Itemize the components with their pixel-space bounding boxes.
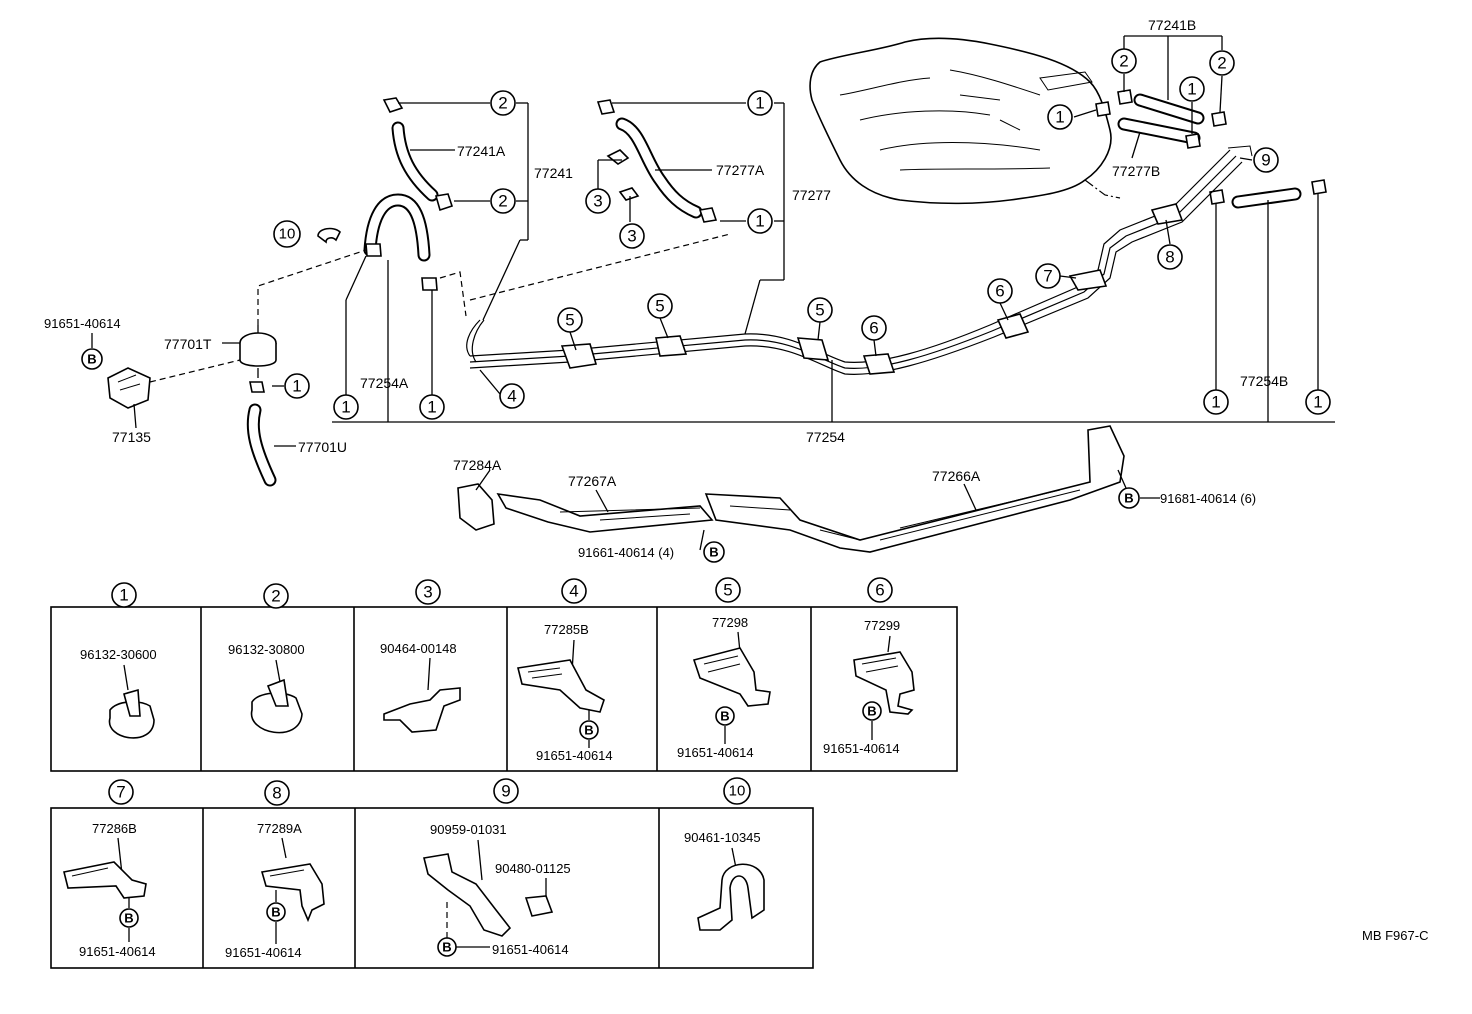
hose-77254a [363, 193, 438, 291]
label-77277a: 77277A [716, 162, 765, 178]
callout-b: B [1124, 491, 1133, 506]
table-b-4: B [584, 723, 593, 738]
table-callout-6: 6 [875, 581, 884, 600]
label-77277b: 77277B [1112, 163, 1160, 179]
table-callout-3: 3 [423, 583, 432, 602]
callout-2: 2 [498, 192, 507, 211]
parts-table: 1 2 3 4 5 6 7 8 9 10 96132-30600 96132-3… [50, 577, 958, 969]
label-77277: 77277 [792, 187, 831, 203]
table-part-6: 77299 [864, 618, 900, 633]
callout-3: 3 [593, 192, 602, 211]
callout-7: 7 [1043, 267, 1052, 286]
protectors [457, 425, 1125, 553]
callout-2: 2 [1217, 54, 1226, 73]
callout-8: 8 [1165, 248, 1174, 267]
callout-3: 3 [627, 227, 636, 246]
callout-5: 5 [815, 301, 824, 320]
label-77284a: 77284A [453, 457, 502, 473]
label-77701t: 77701T [164, 336, 212, 352]
callout-1: 1 [1211, 393, 1220, 412]
callout-2: 2 [498, 94, 507, 113]
label-77254: 77254 [806, 429, 845, 445]
table-bolt-7: 91651-40614 [79, 944, 156, 959]
label-77267a: 77267A [568, 473, 617, 489]
table-part-5: 77298 [712, 615, 748, 630]
callout-1: 1 [755, 212, 764, 231]
label-77241: 77241 [534, 165, 573, 181]
label-91661-40614: 91661-40614 (4) [578, 545, 674, 560]
table-bolt-4: 91651-40614 [536, 748, 613, 763]
table-part-9: 90959-01031 [430, 822, 507, 837]
table-part-8: 77289A [257, 821, 302, 836]
figure-code: MB F967-C [1362, 928, 1428, 943]
table-part-1: 96132-30600 [80, 647, 157, 662]
pipe-clamps [560, 203, 1184, 375]
callout-1: 1 [1313, 393, 1322, 412]
table-bolt-8: 91651-40614 [225, 945, 302, 960]
label-77135: 77135 [112, 429, 151, 445]
table-b-9: B [442, 940, 451, 955]
table-callout-4: 4 [569, 582, 578, 601]
table-callout-10: 10 [729, 783, 746, 800]
table-b-7: B [124, 911, 133, 926]
table-b-5: B [720, 709, 729, 724]
bracket-77135 [107, 367, 151, 409]
table-callout-1: 1 [119, 586, 128, 605]
table-bolt-9: 91651-40614 [492, 942, 569, 957]
table-callout-9: 9 [501, 782, 510, 801]
fuel-pipe-77254 [466, 145, 1253, 375]
table-callout-2: 2 [271, 587, 280, 606]
label-77701u: 77701U [298, 439, 347, 455]
callout-9: 9 [1261, 151, 1270, 170]
table-part-7: 77286B [92, 821, 137, 836]
label-77241a: 77241A [457, 143, 506, 159]
callout-6: 6 [995, 282, 1004, 301]
leader-lines [91, 35, 1335, 551]
label-91651-40614-top: 91651-40614 [44, 316, 121, 331]
table-part-9b: 90480-01125 [495, 861, 571, 876]
callout-1: 1 [1187, 80, 1196, 99]
table-callout-8: 8 [272, 784, 281, 803]
callout-1: 1 [427, 398, 436, 417]
callout-4: 4 [507, 387, 516, 406]
fuel-filter-77701t [239, 325, 277, 393]
table-b-6: B [867, 704, 876, 719]
table-part-3: 90464-00148 [380, 641, 457, 656]
fuel-tank [809, 37, 1121, 205]
hose-77701u [246, 403, 277, 487]
table-part-2: 96132-30800 [228, 642, 305, 657]
hose-77277a [596, 99, 718, 223]
callout-5: 5 [565, 311, 574, 330]
label-91681-40614: 91681-40614 (6) [1160, 491, 1256, 506]
hoses-right-top [1095, 89, 1327, 209]
callout-6: 6 [869, 319, 878, 338]
label-77254b: 77254B [1240, 373, 1288, 389]
table-callout-5: 5 [723, 581, 732, 600]
callout-1: 1 [1055, 108, 1064, 127]
table-bolt-6: 91651-40614 [823, 741, 900, 756]
callout-1: 1 [341, 398, 350, 417]
label-77241b: 77241B [1148, 17, 1196, 33]
table-bolt-5: 91651-40614 [677, 745, 754, 760]
callout-2: 2 [1119, 52, 1128, 71]
callout-1: 1 [292, 377, 301, 396]
clip-10-small [317, 227, 341, 244]
hose-77241a [382, 97, 454, 212]
callout-b: B [87, 352, 96, 367]
label-77266a: 77266A [932, 468, 981, 484]
label-77254a: 77254A [360, 375, 409, 391]
table-part-10: 90461-10345 [684, 830, 761, 845]
callout-b: B [709, 545, 718, 560]
table-part-4: 77285B [544, 622, 589, 637]
diagram-labels: 77241B 77241A 77241 77277A 77277 77277B … [44, 17, 1288, 560]
callout-5: 5 [655, 297, 664, 316]
diagram-callouts: 2 2 2 2 1 1 1 1 1 1 1 1 1 3 3 10 4 5 5 5… [81, 48, 1331, 563]
callout-10: 10 [279, 226, 296, 243]
table-b-8: B [271, 905, 280, 920]
table-callout-7: 7 [116, 783, 125, 802]
callout-1: 1 [755, 94, 764, 113]
